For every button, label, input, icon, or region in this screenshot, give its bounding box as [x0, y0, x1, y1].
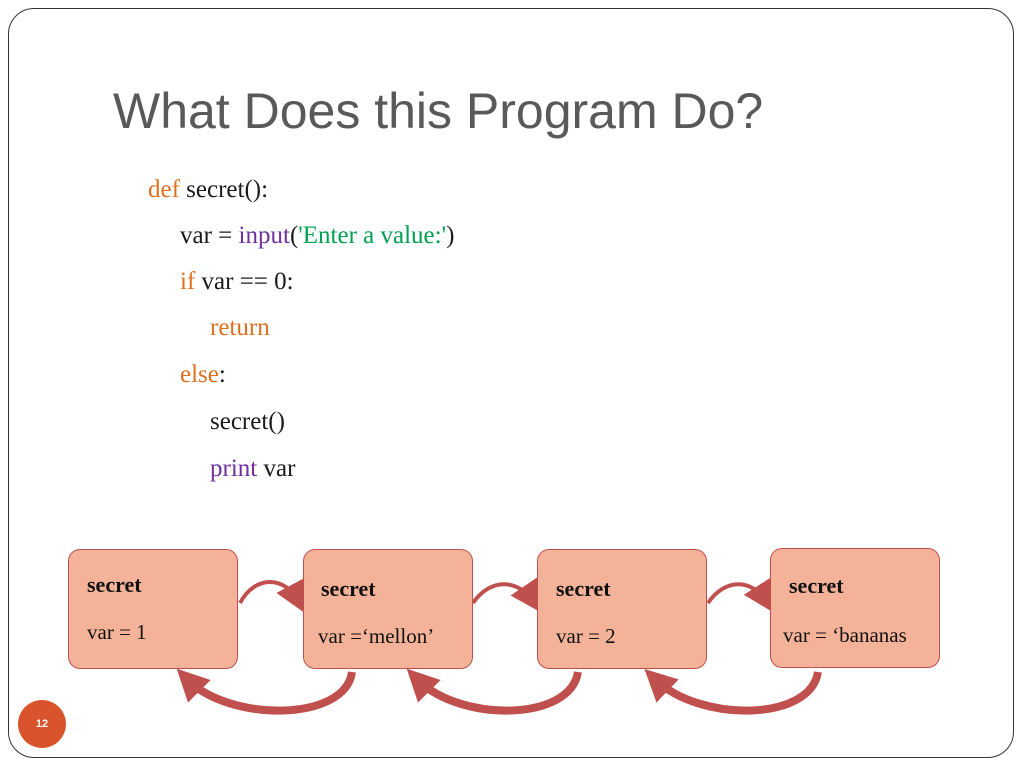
builtin-print: print — [210, 455, 258, 482]
keyword-else: else — [180, 361, 219, 388]
builtin-input: input — [238, 222, 290, 249]
slide-number-badge: 12 — [18, 700, 66, 748]
code-line-if: if var == 0: — [180, 268, 294, 296]
code-text: ( — [289, 222, 299, 249]
code-line-recursive-call: secret() — [210, 408, 285, 436]
call-arrow-1 — [238, 577, 306, 614]
slide-frame — [8, 8, 1014, 758]
keyword-def: def — [148, 176, 180, 203]
call-frame-title: secret — [789, 573, 844, 598]
call-frame-var: var = ‘bananas — [783, 623, 907, 647]
call-frame-3: secret var = 2 — [537, 549, 707, 669]
code-line-print: print var — [210, 455, 295, 483]
code-line-input: var = input('Enter a value:') — [180, 222, 454, 250]
call-frame-title: secret — [87, 572, 142, 597]
call-frame-1: secret var = 1 — [68, 549, 238, 669]
keyword-if: if — [180, 268, 196, 295]
code-text: : — [218, 361, 226, 388]
call-frame-title: secret — [321, 576, 376, 601]
code-text: secret() — [210, 408, 285, 435]
code-line-def: def secret(): — [148, 176, 268, 204]
call-arrow-2 — [471, 577, 542, 613]
string-literal: 'Enter a value:' — [298, 222, 447, 249]
code-text: ) — [446, 222, 455, 249]
code-text: var — [257, 455, 296, 482]
return-arrow-3 — [644, 668, 822, 715]
call-frame-2: secret var =‘mellon’ — [303, 549, 473, 669]
call-frame-var: var = 1 — [87, 620, 147, 644]
return-arrow-1 — [176, 668, 356, 715]
call-frame-title: secret — [556, 576, 611, 601]
code-line-else: else: — [180, 361, 226, 389]
keyword-return: return — [210, 314, 270, 341]
code-line-return: return — [210, 314, 270, 342]
call-arrow-3 — [706, 577, 775, 614]
code-text: var == 0: — [195, 268, 294, 295]
slide-title: What Does this Program Do? — [113, 83, 764, 139]
return-arrow-2 — [406, 668, 582, 715]
code-text: var = — [180, 222, 239, 249]
call-frame-var: var = 2 — [556, 624, 616, 648]
call-frame-var: var =‘mellon’ — [318, 624, 435, 648]
call-frame-4: secret var = ‘bananas — [770, 548, 940, 668]
code-text: secret(): — [179, 176, 269, 203]
